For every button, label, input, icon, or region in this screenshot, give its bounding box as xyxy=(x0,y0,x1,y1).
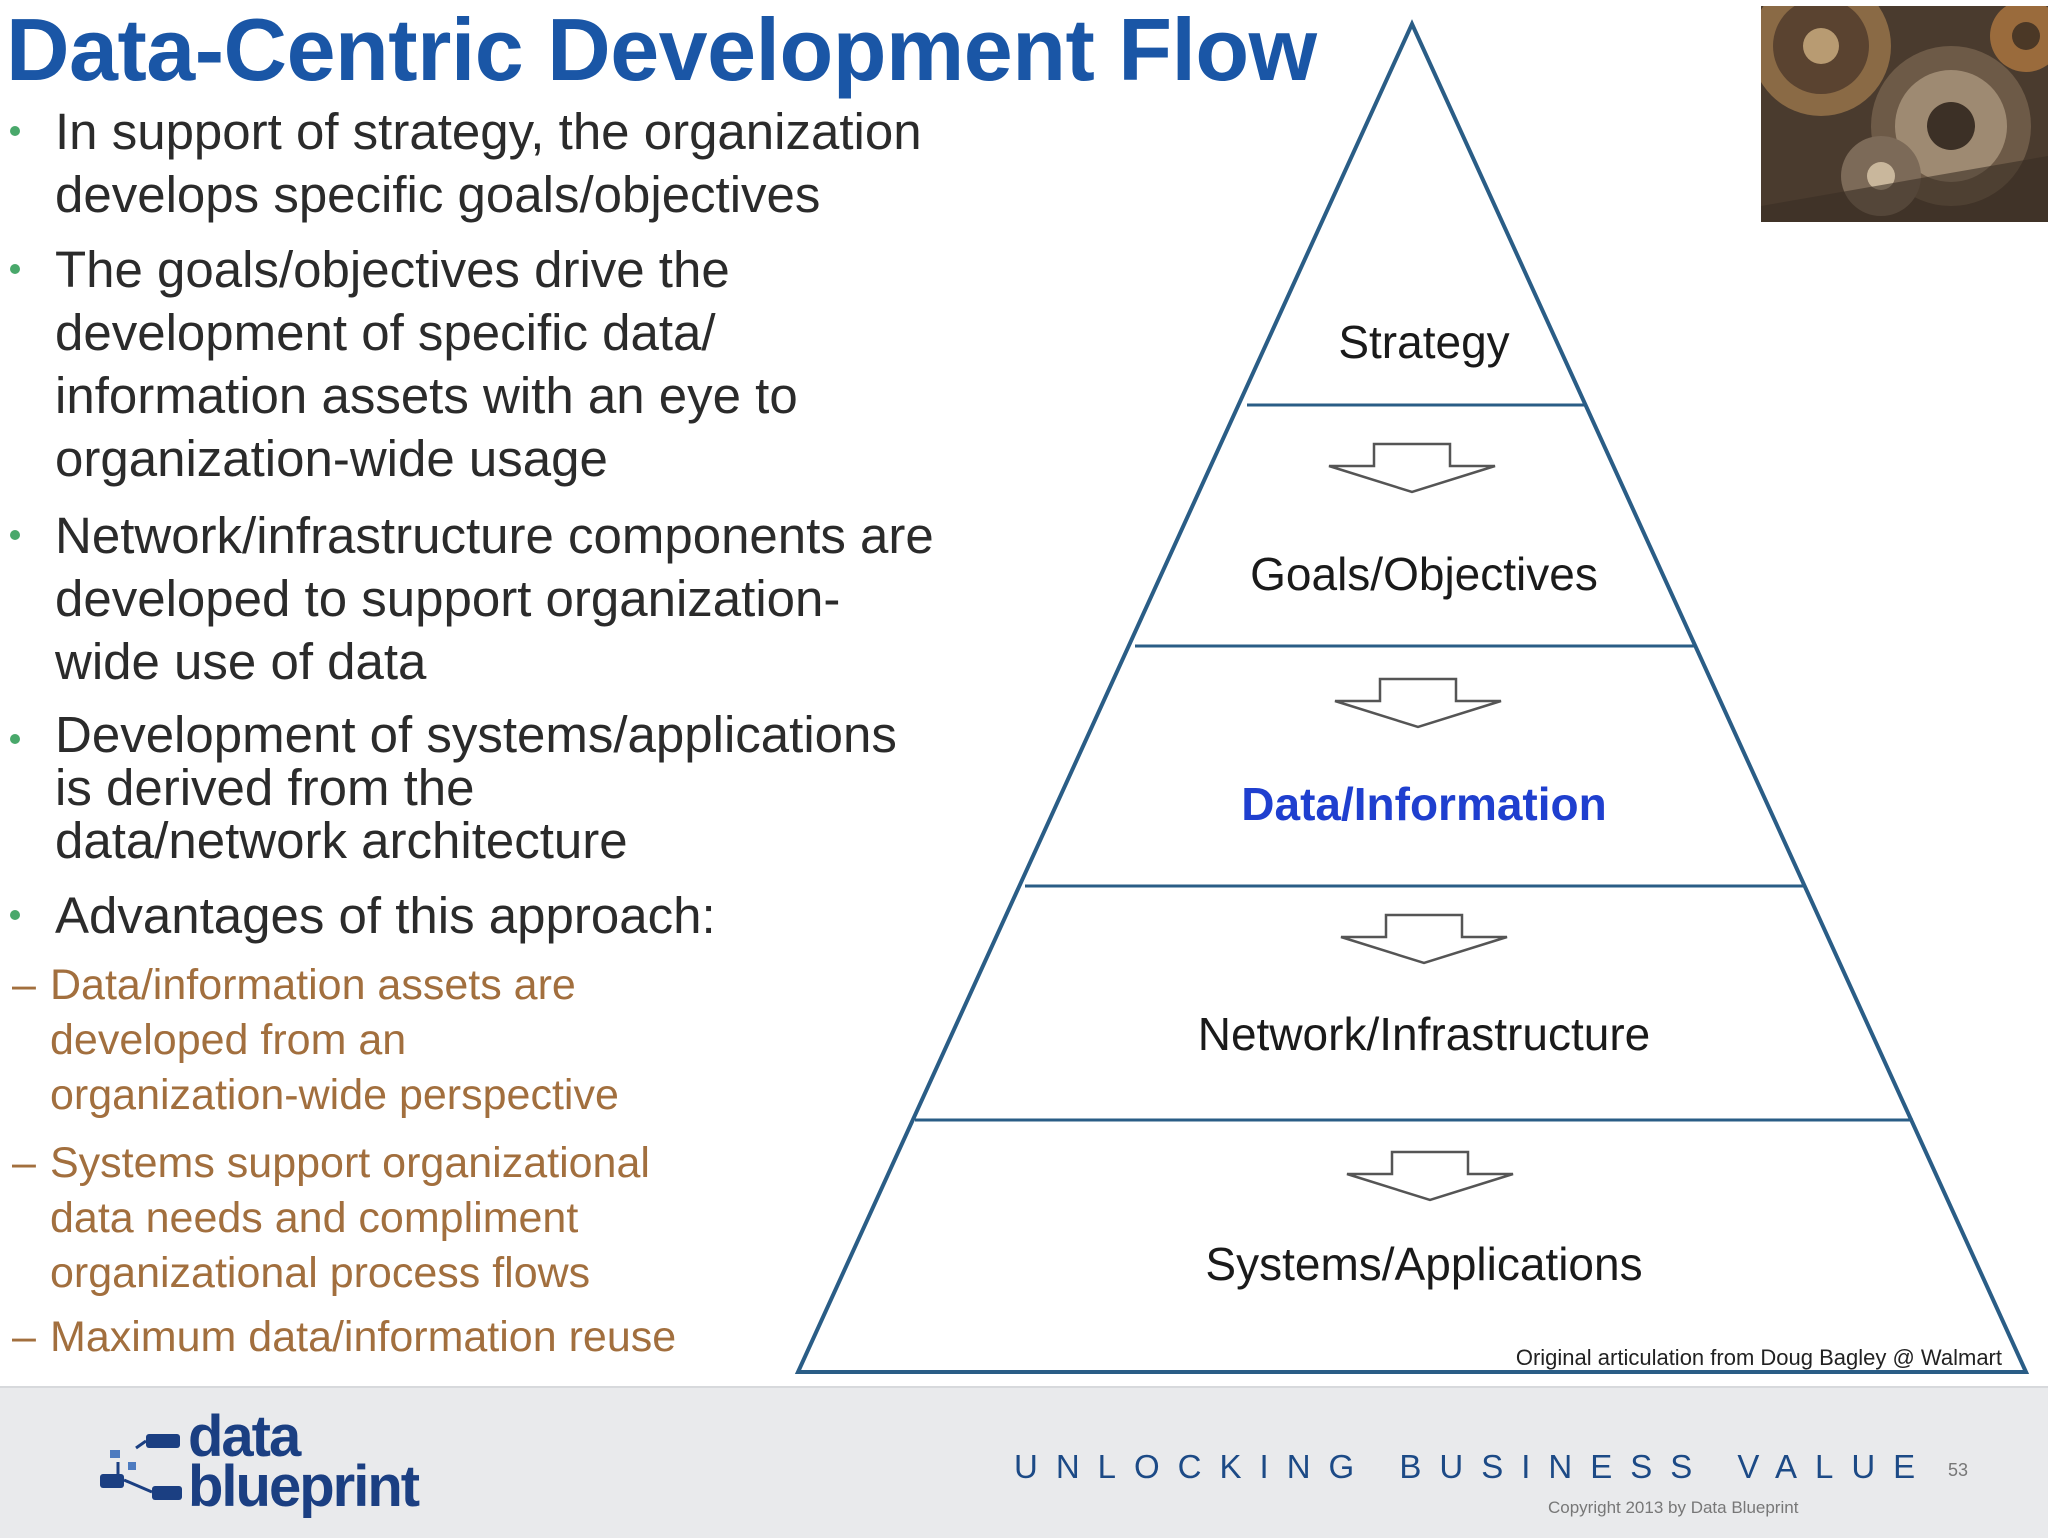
sub-bullet-assets: – Data/information assets are developed … xyxy=(12,958,619,1123)
bullet-line: Advantages of this approach: xyxy=(55,887,716,944)
bullet-line: is derived from the xyxy=(55,759,475,816)
page-number: 53 xyxy=(1948,1460,1969,1480)
tagline: UNLOCKING BUSINESS VALUE xyxy=(1014,1448,1934,1485)
sub-bullet-line: developed from an xyxy=(50,1016,407,1064)
down-arrow-icon xyxy=(1346,1150,1514,1202)
level-data-information: Data/Information xyxy=(1241,778,1606,830)
sub-bullet-line: Systems support organizational xyxy=(50,1139,650,1187)
bullet-line: development of specific data/ xyxy=(55,304,716,361)
logo-wordmark: data blueprint xyxy=(188,1408,420,1516)
logo-line-data: data xyxy=(188,1404,301,1469)
copyright-text: Copyright 2013 by Data Blueprint xyxy=(1548,1498,1799,1517)
dash-icon: – xyxy=(12,961,36,1009)
level-network: Network/Infrastructure xyxy=(1198,1008,1650,1060)
bullet-line: wide use of data xyxy=(55,633,427,690)
bullet-line: information assets with an eye to xyxy=(55,367,798,424)
bullet-advantages: Advantages of this approach: xyxy=(0,884,716,947)
bullet-dot-icon xyxy=(10,264,20,274)
sub-bullet-line: Maximum data/information reuse xyxy=(50,1313,677,1361)
sub-bullet-reuse: – Maximum data/information reuse xyxy=(12,1310,676,1365)
gears-photo xyxy=(1761,6,2048,222)
data-blueprint-logo: data blueprint xyxy=(96,1408,496,1522)
level-goals: Goals/Objectives xyxy=(1250,548,1598,600)
dash-icon: – xyxy=(12,1139,36,1187)
bullet-line: organization-wide usage xyxy=(55,430,608,487)
sub-bullet-line: data needs and compliment xyxy=(50,1194,579,1242)
down-arrow-icon xyxy=(1340,913,1508,965)
bullet-goals: The goals/objectives drive the developme… xyxy=(0,238,798,490)
level-systems: Systems/Applications xyxy=(1205,1238,1642,1290)
bullet-dot-icon xyxy=(10,126,20,136)
down-arrow-icon xyxy=(1334,677,1502,729)
bullet-line: Development of systems/applications xyxy=(55,706,897,763)
bullet-network: Network/infrastructure components are de… xyxy=(0,504,934,693)
down-arrow-icon xyxy=(1328,442,1496,494)
bullet-dot-icon xyxy=(10,530,20,540)
sub-bullet-line: organization-wide perspective xyxy=(50,1071,619,1119)
footer-bar: data blueprint UNLOCKING BUSINESS VALUE … xyxy=(0,1386,2048,1538)
bullet-line: develops specific goals/objectives xyxy=(55,166,821,223)
logo-line-blueprint: blueprint xyxy=(188,1454,420,1519)
level-strategy: Strategy xyxy=(1338,316,1509,368)
sub-bullet-systems: – Systems support organizational data ne… xyxy=(12,1136,650,1301)
credit-note: Original articulation from Doug Bagley @… xyxy=(1516,1345,2002,1370)
pyramid-diagram: Strategy Goals/Objectives Data/Informati… xyxy=(794,19,2030,1374)
bullet-line: In support of strategy, the organization xyxy=(55,103,922,160)
sub-bullet-line: Data/information assets are xyxy=(50,961,576,1009)
bullet-line: data/network architecture xyxy=(55,812,628,869)
bullet-line: developed to support organization- xyxy=(55,570,841,627)
bullet-line: Network/infrastructure components are xyxy=(55,507,934,564)
bullet-dot-icon xyxy=(10,910,20,920)
slide-title: Data-Centric Development Flow xyxy=(6,0,1317,99)
bullet-systems: Development of systems/applications is d… xyxy=(0,708,897,867)
bullet-dot-icon xyxy=(10,734,20,744)
dash-icon: – xyxy=(12,1313,36,1361)
bullet-line: The goals/objectives drive the xyxy=(55,241,730,298)
sub-bullet-line: organizational process flows xyxy=(50,1249,591,1297)
bullet-strategy: In support of strategy, the organization… xyxy=(0,100,922,226)
